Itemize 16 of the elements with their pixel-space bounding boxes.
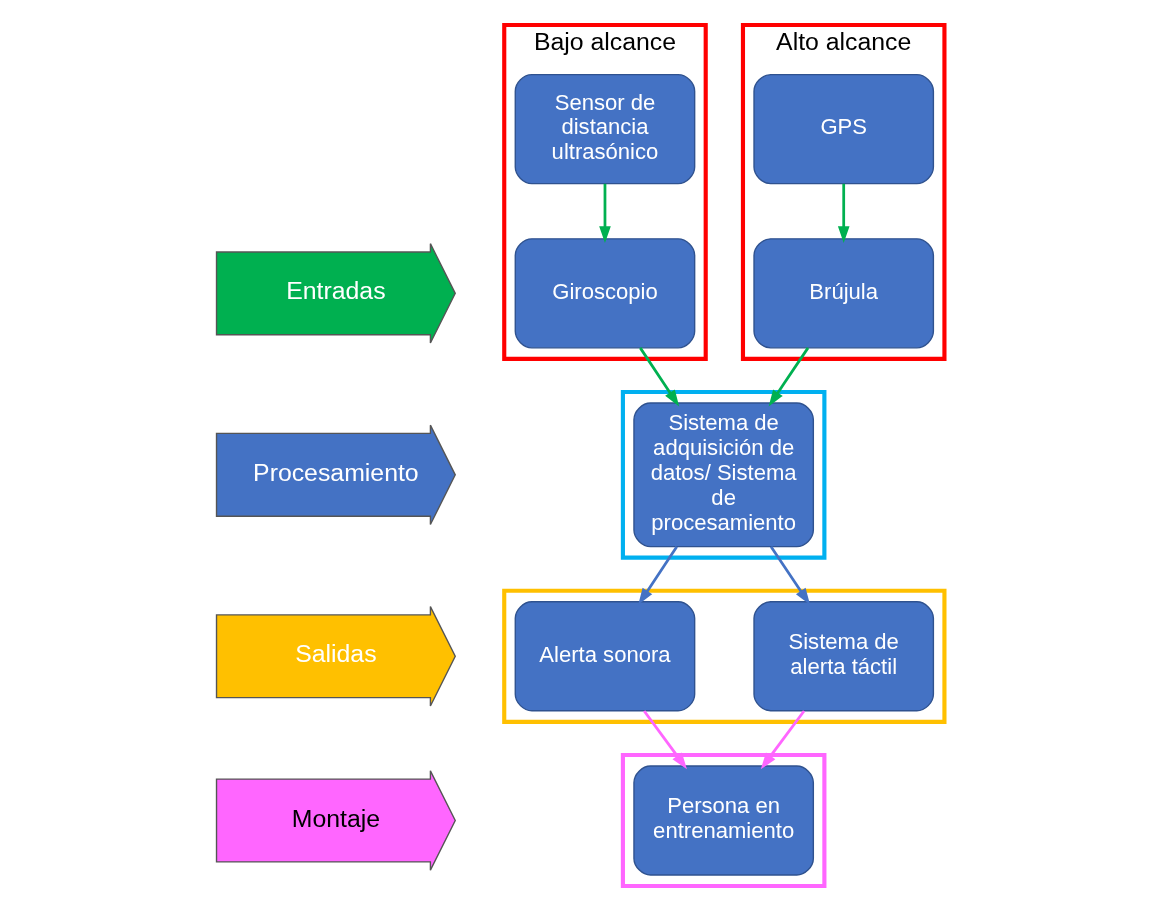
arrow [599, 183, 611, 243]
node-box: Sistema de alerta táctil [753, 601, 935, 712]
node-box: Giroscopio [514, 238, 696, 349]
arrow [760, 710, 806, 770]
node-box: Alerta sonora [514, 601, 696, 712]
node-box: Persona en entrenamiento [633, 765, 815, 876]
node-box: Sensor de distancia ultrasónico [514, 73, 696, 185]
arrow [639, 347, 680, 407]
arrow [643, 710, 687, 770]
node-box: Sistema de adquisición de datos/ Sistema de procesamiento [633, 402, 815, 548]
node-box: GPS [753, 73, 935, 185]
arrow [768, 347, 810, 407]
node-box: Brújula [753, 238, 935, 349]
arrow [638, 546, 678, 605]
arrow [769, 546, 811, 605]
arrow [837, 183, 850, 243]
